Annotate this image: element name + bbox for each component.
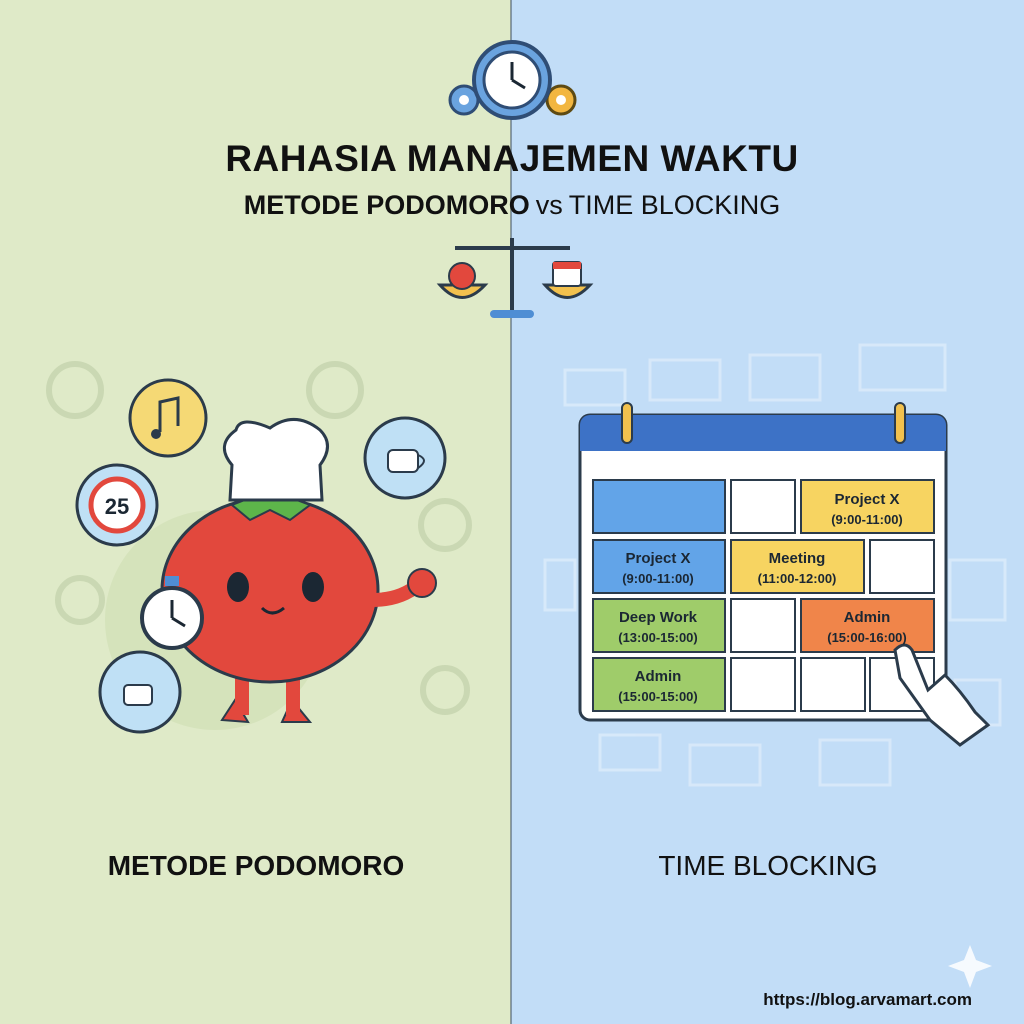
block-5-title: Admin (844, 609, 891, 626)
block-2-title: Project X (625, 550, 690, 567)
block-4-title: Deep Work (619, 609, 698, 626)
block-3-title: Meeting (769, 550, 826, 567)
timer-25-bubble (75, 463, 159, 547)
sparkle-icon (948, 945, 992, 988)
cup-bubble (98, 650, 182, 734)
calendar-cell (730, 539, 865, 594)
subtitle-left: METODE PODOMORO (243, 190, 530, 220)
block-6-title: Admin (635, 668, 682, 685)
background-gears-left (46, 361, 472, 715)
subtitle-vs: vs (535, 190, 563, 220)
calendar-cell (592, 539, 726, 594)
calendar-cell (730, 598, 796, 653)
timer-badge: 25 (105, 494, 129, 519)
block-3-time: (11:00-12:00) (758, 571, 837, 586)
calendar-cell (800, 598, 935, 653)
footer-url[interactable]: https://blog.arvamart.com (763, 990, 972, 1009)
page-title: RAHASIA MANAJEMEN WAKTU (225, 138, 799, 179)
block-6-time: (15:00-15:00) (618, 689, 698, 704)
block-2-time: (9:00-11:00) (622, 571, 694, 586)
music-note-bubble (128, 378, 208, 458)
calendar-cell (730, 479, 796, 534)
calendar-cell (800, 657, 866, 712)
tomato-mascot (160, 418, 437, 724)
subtitle-right: TIME BLOCKING (568, 190, 781, 220)
gears-clock-icon (448, 40, 577, 120)
balance-scale-icon (436, 238, 594, 318)
calendar-cell (869, 539, 935, 594)
background-grid-right (543, 343, 1007, 787)
block-1-time: (9:00-11:00) (831, 512, 903, 527)
calendar-cell (592, 479, 726, 534)
coffee-cup-bubble (363, 416, 447, 500)
calendar-cell (592, 598, 726, 653)
calendar-labels: Project X (9:00-11:00) Project X (9:00-1… (618, 491, 907, 704)
center-divider (510, 0, 512, 1024)
right-section-label: TIME BLOCKING (658, 850, 878, 881)
block-4-time: (13:00-15:00) (618, 630, 698, 645)
block-1-title: Project X (834, 491, 899, 508)
calendar-cell (730, 657, 796, 712)
pointing-hand-icon (893, 643, 991, 747)
calendar-cell (800, 479, 935, 534)
stopwatch-icon (140, 576, 204, 650)
calendar-cell (592, 657, 726, 712)
left-section-label: METODE PODOMORO (107, 850, 405, 881)
block-5-time: (15:00-16:00) (827, 630, 907, 645)
